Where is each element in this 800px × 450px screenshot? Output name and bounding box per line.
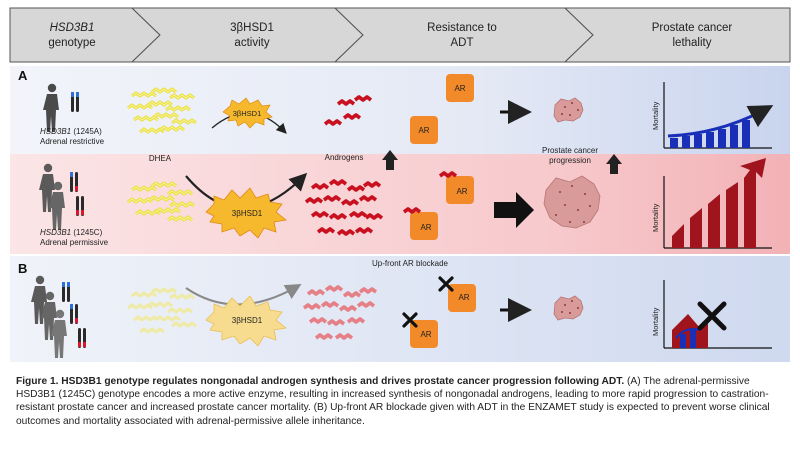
panel-a-restrictive-bg [10,66,790,154]
tumor-panel-b [553,295,584,321]
header-resistance-line1: Resistance to [427,22,497,34]
mortality-cross-icon [697,301,727,331]
ar-label-bound-top: AR [456,187,467,196]
panel-b-bg [10,256,790,362]
ar-blockade-label: Up-front AR blockade [372,259,449,268]
figure-diagram: HSD3B1 genotype 3βHSD1 activity Resistan… [9,7,791,362]
progression-label-line1: Prostate cancer [542,146,598,155]
mortality-axis-label-a2: Mortality [651,203,660,232]
panel-a-letter: A [18,68,28,83]
header-step-resistance [333,7,594,63]
ar-label-blocked-left: AR [420,330,431,339]
panel-b-genotype-figures [31,275,86,358]
ar-receptor-bound-left [410,212,438,240]
progression-up-arrow [606,154,622,174]
enzyme-label-large: 3βHSD1 [232,209,263,218]
enzyme-label-small: 3βHSD1 [233,109,262,118]
header-process-bar: HSD3B1 genotype 3βHSD1 activity Resistan… [9,7,791,63]
tumor-small [553,97,584,123]
ar-label-top: AR [454,84,465,93]
block-x-left-icon [402,312,418,328]
header-step-lethality [563,7,791,63]
ar-receptor-bound-top [446,176,474,204]
caption-body: (A) The adrenal-permissive HSD3B1 (1245C… [16,376,770,427]
header-step-activity [130,7,364,63]
restrictive-desc: Adrenal restrictive [40,137,105,146]
mortality-chart-high: Mortality [651,158,772,249]
header-step-genotype [9,7,161,63]
ar-receptor-left [410,116,438,144]
permissive-genotype-figures [39,163,84,230]
restrictive-genotype-figure [43,83,79,132]
androgens-up-arrow [382,150,398,170]
header-resistance-line2: ADT [451,37,474,49]
header-genotype-line1: HSD3B1 [50,22,95,34]
ar-receptor-top [446,74,474,102]
ar-label-blocked-top: AR [458,293,469,302]
progression-label-line2: progression [549,156,591,165]
header-genotype-line2: genotype [48,37,95,49]
permissive-desc: Adrenal permissive [40,238,109,247]
mortality-chart-panel-b: Mortality [651,280,772,349]
restrictive-label: HSD3B1 (1245A) [40,127,102,136]
dhea-label: DHEA [149,154,172,163]
caption-title: Figure 1. HSD3B1 genotype regulates nong… [16,376,625,387]
mortality-axis-label-a1: Mortality [651,101,660,130]
permissive-label: HSD3B1 (1245C) [40,228,103,237]
mortality-axis-label-b: Mortality [651,307,660,336]
ar-label-left: AR [418,126,429,135]
mortality-chart-low: Mortality [651,82,774,149]
panel-a-permissive-bg [10,154,790,254]
header-activity-line1: 3βHSD1 [230,22,274,34]
tumor-large [543,175,601,229]
header-lethality-line2: lethality [673,37,712,49]
androgens-label: Androgens [325,153,364,162]
panel-b-letter: B [18,261,27,276]
enzyme-burst-large [205,187,287,239]
enzyme-burst-panel-b [205,295,287,347]
progression-arrow-large [494,192,534,228]
ar-receptor-blocked-top [448,284,476,312]
enzyme-burst-small [222,97,273,129]
figure-caption: Figure 1. HSD3B1 genotype regulates nong… [16,375,784,428]
header-lethality-line1: Prostate cancer [652,22,733,34]
block-x-top-icon [438,276,454,292]
ar-label-bound-left: AR [420,223,431,232]
header-activity-line2: activity [234,37,269,49]
enzyme-label-panel-b: 3βHSD1 [232,316,263,325]
